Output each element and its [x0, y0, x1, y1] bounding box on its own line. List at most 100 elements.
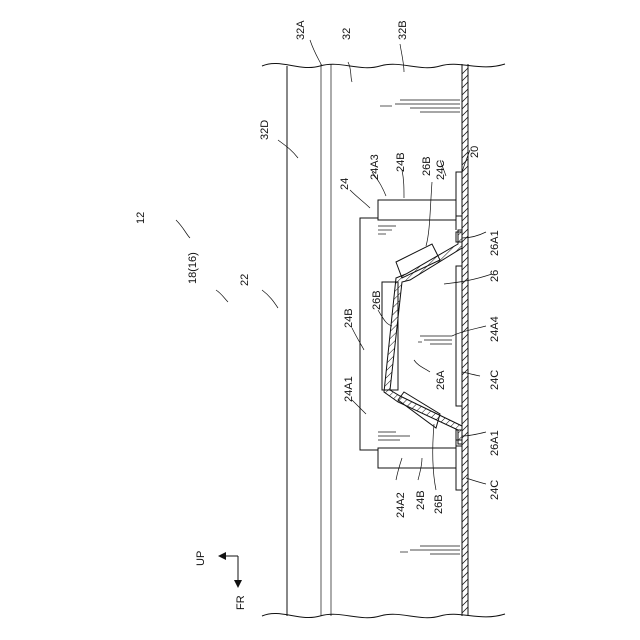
label-FR: FR: [235, 595, 247, 610]
clip-24-outer: [360, 200, 456, 468]
label-24C-mid: 24C: [489, 370, 501, 390]
label-18-16: 18(16): [187, 252, 199, 284]
label-32B: 32B: [397, 20, 409, 40]
clip-24B-bottom-block: [378, 448, 456, 468]
hatch-mark: [462, 488, 468, 494]
hatch-mark: [462, 138, 468, 144]
label-UP: UP: [195, 551, 207, 566]
label-32A: 32A: [295, 20, 307, 40]
shading-clip-bottom: [378, 432, 410, 440]
hatch-mark: [462, 502, 468, 508]
hatch-mark: [462, 355, 468, 361]
hatch-mark: [462, 292, 468, 298]
shading-32-bottom: [400, 546, 460, 554]
shading-clip-center: [418, 336, 452, 344]
label-32: 32: [341, 28, 353, 40]
hatch-mark: [462, 397, 468, 403]
hatch-mark: [462, 313, 468, 319]
hatch-mark: [462, 376, 468, 382]
hatch-mark: [462, 124, 468, 130]
hatch-mark: [462, 215, 468, 221]
hatch-mark: [462, 600, 468, 606]
hatch-mark: [462, 117, 468, 123]
hatch-mark: [462, 565, 468, 571]
hatch-mark: [462, 362, 468, 368]
bottom-break-line: [262, 613, 505, 617]
hatch-mark: [462, 341, 468, 347]
hatch-mark: [462, 96, 468, 102]
clip-24B-top-block: [378, 200, 456, 220]
hatch-mark: [462, 481, 468, 487]
hatch-mark: [462, 194, 468, 200]
hatch-mark: [462, 593, 468, 599]
label-24B-bottom: 24B: [415, 490, 427, 510]
hatch-mark: [462, 271, 468, 277]
label-26: 26: [489, 270, 501, 282]
label-24A2: 24A2: [395, 492, 407, 518]
hatch-mark: [462, 418, 468, 424]
hatch-mark: [462, 411, 468, 417]
shading-32-top: [380, 100, 460, 112]
label-24A4: 24A4: [489, 316, 501, 342]
hatch-mark: [462, 145, 468, 151]
hatch-mark: [462, 509, 468, 515]
hatch-mark: [462, 285, 468, 291]
hatch-mark: [462, 607, 468, 613]
hatch-mark: [462, 460, 468, 466]
hatch-mark: [462, 110, 468, 116]
label-26A1-bottom: 26A1: [489, 430, 501, 456]
hatch-mark: [462, 474, 468, 480]
hatch-mark: [462, 530, 468, 536]
hatch-mark: [462, 103, 468, 109]
label-12: 12: [135, 212, 147, 224]
hatch-mark: [462, 495, 468, 501]
tab-24C-top: [456, 172, 462, 216]
direction-indicator: [218, 552, 242, 588]
hatch-mark: [462, 544, 468, 550]
label-24B-top: 24B: [395, 152, 407, 172]
hatch-mark: [462, 250, 468, 256]
top-break-line: [262, 63, 505, 67]
label-26A1-top: 26A1: [489, 230, 501, 256]
label-24C-top: 24C: [435, 160, 447, 180]
hatch-mark: [462, 229, 468, 235]
shading-clip-top: [378, 226, 396, 234]
back-plate-hatch: [462, 68, 468, 613]
label-24: 24: [339, 178, 351, 190]
hatch-mark: [462, 334, 468, 340]
label-22: 22: [239, 274, 251, 286]
label-26A: 26A: [435, 370, 447, 390]
tab-24C-mid: [456, 266, 462, 406]
hatch-mark: [462, 243, 468, 249]
hatch-mark: [462, 586, 468, 592]
hatch-mark: [462, 180, 468, 186]
hatch-mark: [462, 75, 468, 81]
hatch-mark: [462, 306, 468, 312]
label-26B-bottom: 26B: [433, 494, 445, 514]
label-32D: 32D: [259, 120, 271, 140]
hatch-mark: [462, 236, 468, 242]
hatch-mark: [462, 348, 468, 354]
hatch-mark: [462, 516, 468, 522]
label-24A1: 24A1: [343, 376, 355, 402]
hatch-mark: [462, 173, 468, 179]
hatch-mark: [462, 537, 468, 543]
label-26B-mid: 26B: [371, 290, 383, 310]
hatch-mark: [462, 523, 468, 529]
hatch-mark: [462, 404, 468, 410]
hatch-mark: [462, 299, 468, 305]
label-20: 20: [469, 146, 481, 158]
hatch-mark: [462, 390, 468, 396]
hatch-mark: [462, 89, 468, 95]
hatch-mark: [462, 579, 468, 585]
hatch-mark: [462, 453, 468, 459]
hatch-mark: [462, 383, 468, 389]
hatch-mark: [462, 320, 468, 326]
tab-24C-bottom: [456, 446, 462, 490]
label-26B-top: 26B: [421, 156, 433, 176]
hatch-mark: [462, 208, 468, 214]
hatch-mark: [462, 264, 468, 270]
label-24B-left: 24B: [343, 308, 355, 328]
